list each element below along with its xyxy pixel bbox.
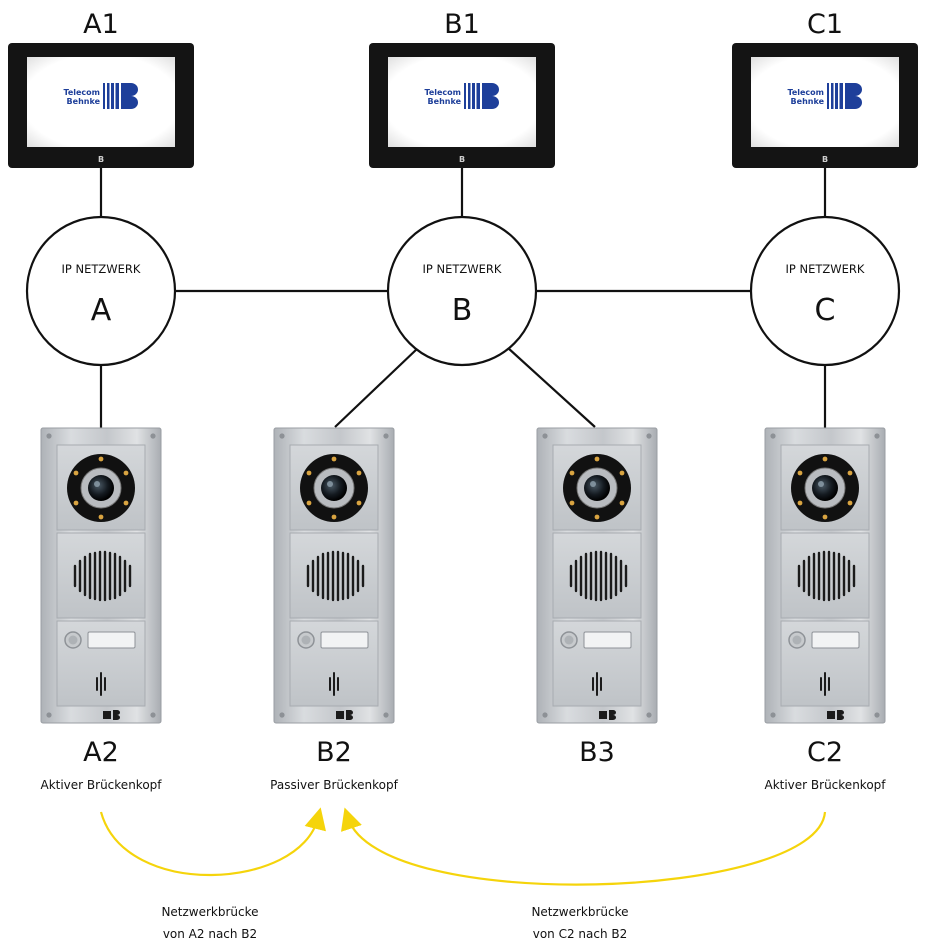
monitor-screen [388,57,536,147]
monitor-screen [751,57,899,147]
link-b-b2 [334,347,419,428]
door-station-c2 [764,427,886,724]
bridge-captions: Netzwerkbrücke von A2 nach B2 Netzwerkbr… [161,905,628,941]
network-caption: IP NETZWERK [786,262,865,276]
bridge-caption-1-line1: Netzwerkbrücke [161,905,258,919]
network-letter: A [91,293,112,328]
brand-logo: Telecom Behnke [63,83,138,109]
door-station-a2 [40,427,162,724]
door-stations [40,427,886,724]
station-role-c2: Aktiver Brückenkopf [764,778,886,792]
station-id-c2: C2 [807,737,843,768]
network-caption: IP NETZWERK [62,262,141,276]
bridge-caption-1-line2: von A2 nach B2 [163,927,257,941]
monitor-label: A1 [83,9,119,40]
station-id-b2: B2 [316,737,352,768]
bridge-arrow-a2-b2 [99,807,326,877]
station-id-b3: B3 [579,737,615,768]
connection-lines [99,168,827,429]
logo-text-top: Telecom [787,88,824,97]
monitor-b1: B1 Telecom Behnke B [369,9,555,168]
bridge-arrow-c2-b2 [341,807,827,886]
logo-text-top: Telecom [63,88,100,97]
network-node-b: IP NETZWERK B [386,215,538,367]
bridge-caption-2-line1: Netzwerkbrücke [531,905,628,919]
station-role-b2: Passiver Brückenkopf [270,778,398,792]
brand-mark-icon [464,83,499,109]
monitor-mark: B [459,155,465,164]
station-id-a2: A2 [83,737,119,768]
logo-text-bottom: Behnke [791,97,825,106]
monitor-mark: B [98,155,104,164]
monitor-label: B1 [444,9,480,40]
door-station-b2 [273,427,395,724]
logo-text-top: Telecom [424,88,461,97]
station-labels: A2 Aktiver Brückenkopf B2 Passiver Brück… [40,737,886,792]
brand-mark-icon [827,83,862,109]
brand-logo: Telecom Behnke [424,83,499,109]
monitor-mark: B [822,155,828,164]
monitor-a1: A1 Telecom Behnke B [8,9,194,168]
brand-mark-icon [103,83,138,109]
door-station-b3 [536,427,658,724]
monitor-screen [27,57,175,147]
bridge-arrows [99,807,827,886]
network-letter: C [815,293,836,328]
link-b-b3 [507,347,596,428]
network-node-a: IP NETZWERK A [25,215,177,367]
logo-text-bottom: Behnke [67,97,101,106]
bridge-caption-2-line2: von C2 nach B2 [533,927,628,941]
network-letter: B [452,293,473,328]
brand-logo: Telecom Behnke [787,83,862,109]
network-node-c: IP NETZWERK C [749,215,901,367]
monitor-label: C1 [807,9,843,40]
monitor-c1: C1 Telecom Behnke B [732,9,918,168]
network-caption: IP NETZWERK [423,262,502,276]
logo-text-bottom: Behnke [428,97,462,106]
station-role-a2: Aktiver Brückenkopf [40,778,162,792]
